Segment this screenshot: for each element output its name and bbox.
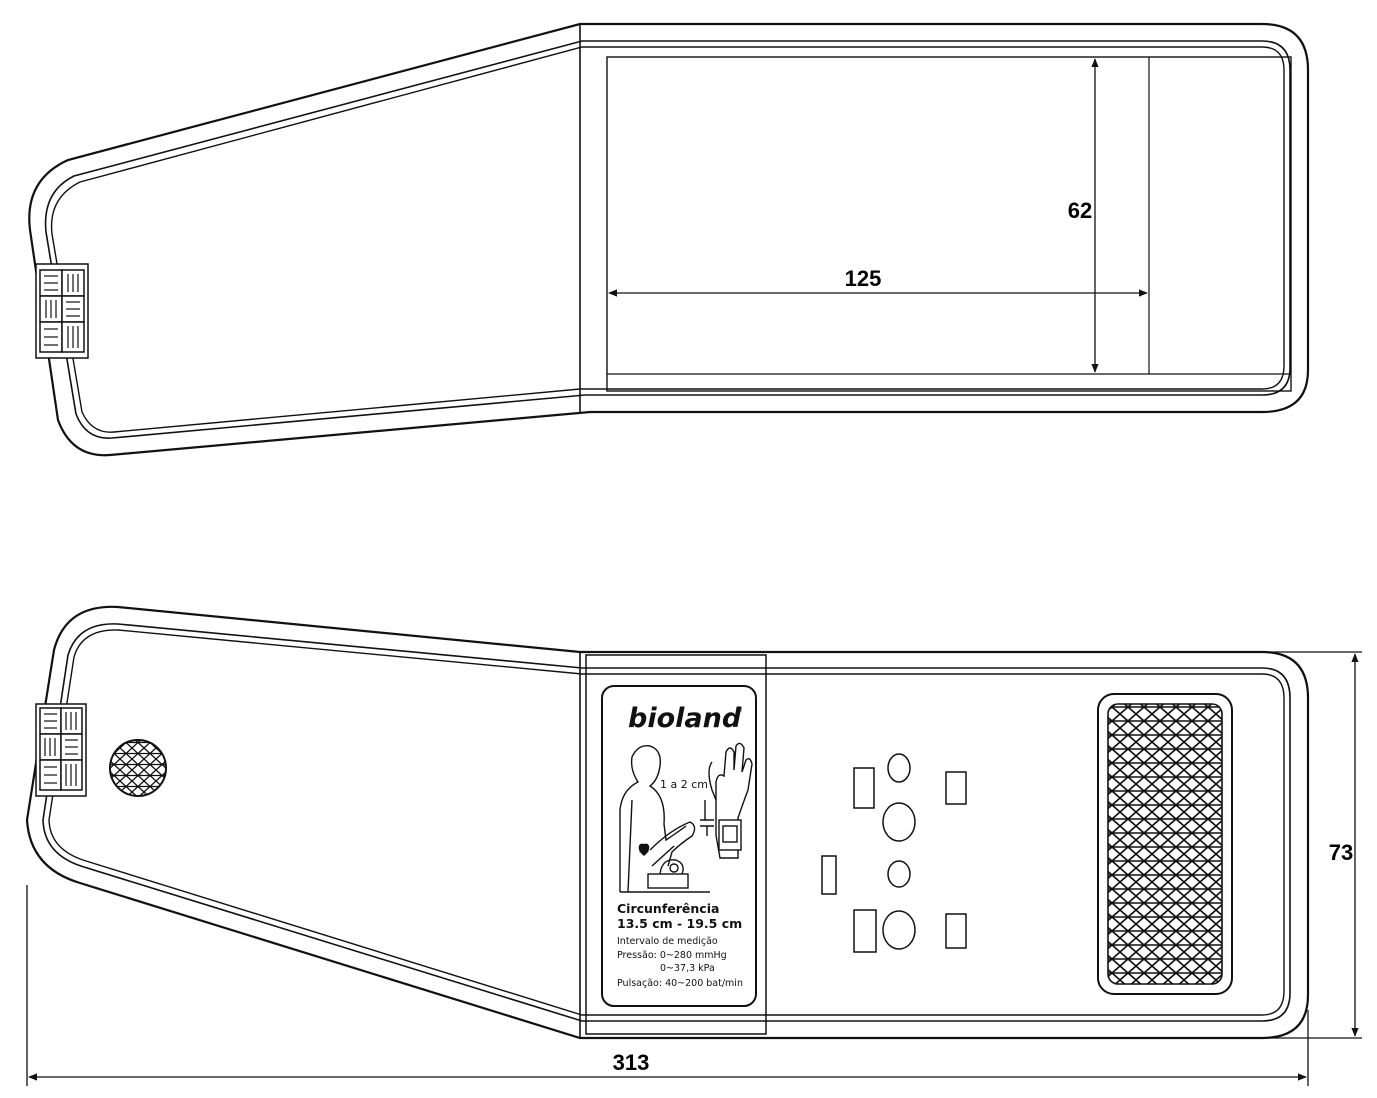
label-registered-mark: ® xyxy=(736,706,743,714)
top-cuff-outline-third xyxy=(50,46,1285,433)
position-markers xyxy=(821,753,967,953)
bottom-view: bioland ® 1 a 2 cm Circunferência xyxy=(25,605,1362,1086)
label-circumference-title: Circunferência xyxy=(617,901,719,916)
marker-oval-4 xyxy=(882,910,916,950)
marker-rect-2 xyxy=(945,771,967,805)
label-panel-frame xyxy=(585,654,767,1035)
marker-oval-3 xyxy=(887,860,911,888)
marker-rect-3 xyxy=(821,855,837,895)
bottom-cuff-outline-third xyxy=(48,629,1285,1016)
top-cuff-outline-outer xyxy=(28,22,1310,457)
bottom-hook-clip xyxy=(35,703,87,797)
top-view: 125 62 xyxy=(28,22,1310,457)
label-measure-interval: Intervalo de medição xyxy=(617,936,718,947)
label-brand: bioland xyxy=(628,703,742,734)
bottom-cuff-outline-inner xyxy=(42,623,1291,1022)
label-pictogram xyxy=(619,742,753,893)
dim-text-125: 125 xyxy=(845,266,882,291)
bottom-cuff-outline-outer xyxy=(25,605,1310,1040)
marker-rect-4 xyxy=(853,909,877,953)
label-pressure-kpa: 0~37,3 kPa xyxy=(660,963,715,974)
round-mesh-badge xyxy=(109,739,167,797)
top-hook-clip xyxy=(35,263,89,359)
label-circumference-range: 13.5 cm - 19.5 cm xyxy=(617,916,742,931)
label-pressure-mmhg: Pressão: 0~280 mmHg xyxy=(617,950,727,961)
dim-text-313: 313 xyxy=(613,1050,650,1075)
marker-rect-5 xyxy=(945,913,967,949)
dim-73 xyxy=(1262,651,1362,1039)
dim-text-73: 73 xyxy=(1329,840,1353,865)
dim-313 xyxy=(26,885,1309,1086)
label-pulse: Pulsação: 40~200 bat/min xyxy=(617,978,743,989)
marker-rect-1 xyxy=(853,767,875,809)
dim-text-62: 62 xyxy=(1068,198,1092,223)
marker-oval-1 xyxy=(887,753,911,783)
top-bladder-rect xyxy=(606,56,1292,392)
top-cuff-outline-inner xyxy=(44,40,1291,439)
heart-icon xyxy=(638,843,650,856)
velcro-panel xyxy=(1097,693,1233,995)
label-fit-gap: 1 a 2 cm xyxy=(660,778,708,791)
marker-oval-2 xyxy=(882,802,916,842)
